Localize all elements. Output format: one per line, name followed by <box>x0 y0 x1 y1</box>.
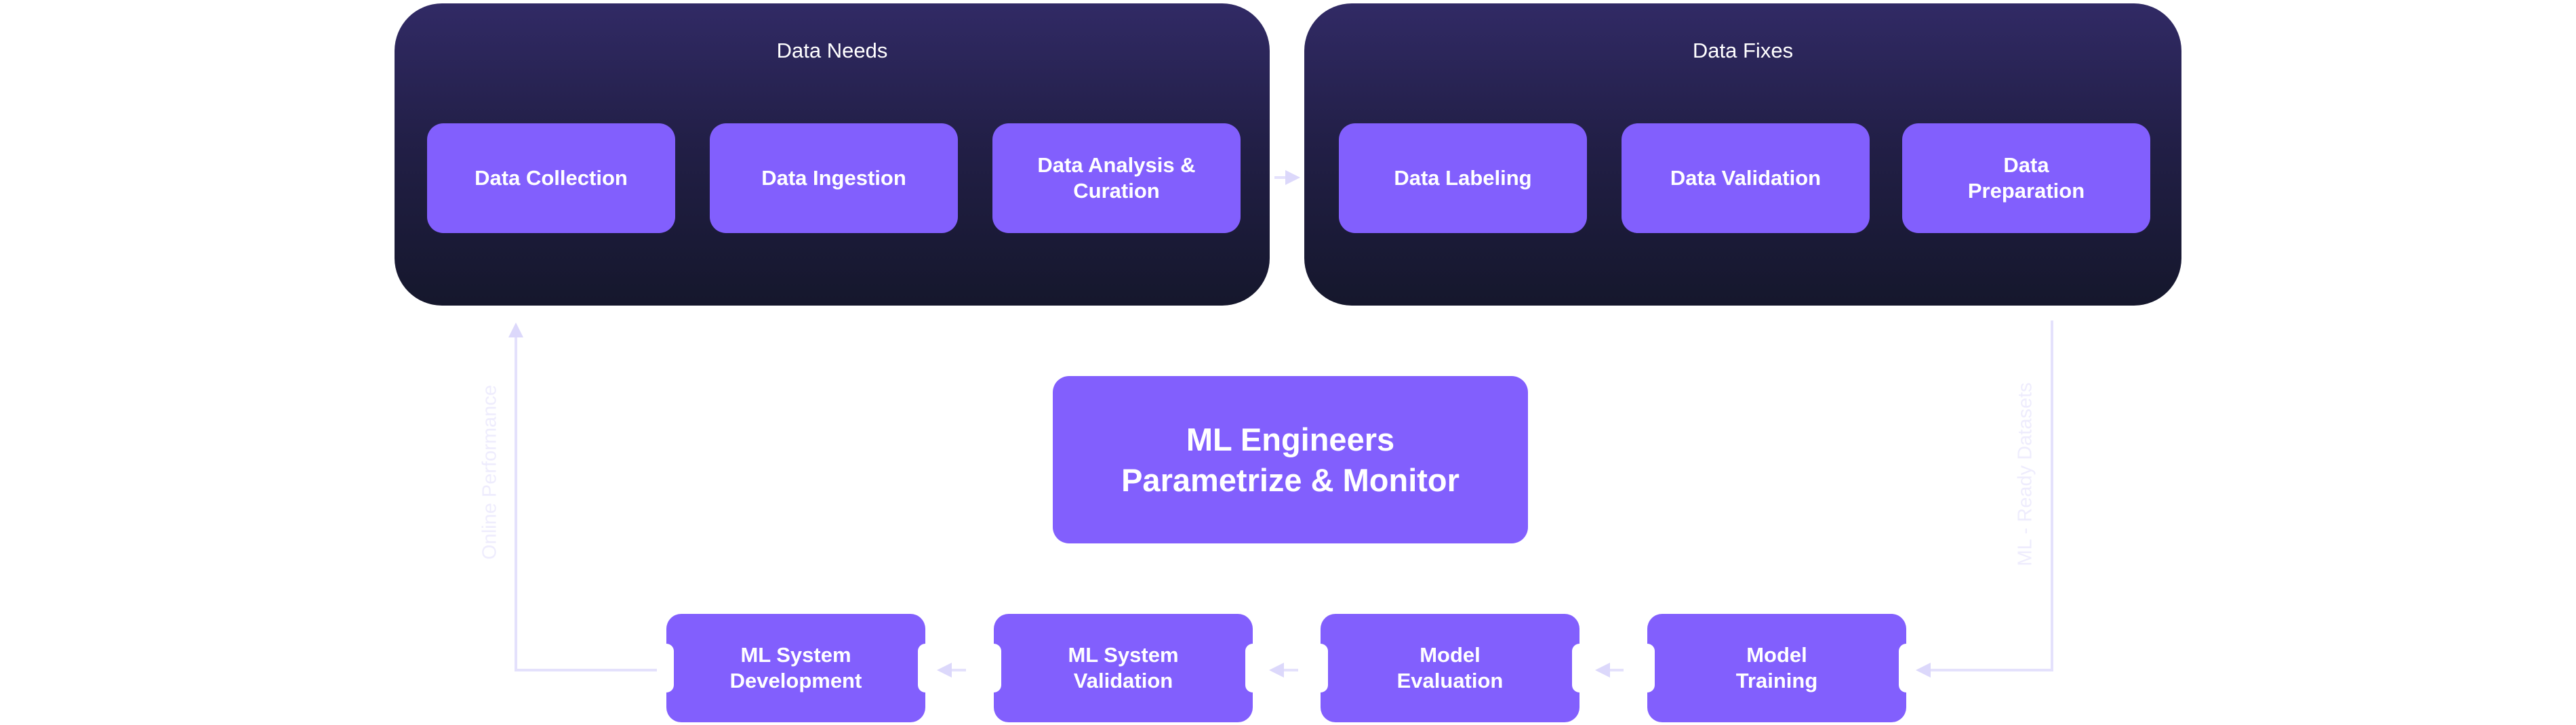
step-line-2: Validation <box>1073 669 1173 692</box>
ml-ready-datasets-label: ML - Ready Datasets <box>2014 382 2036 566</box>
online-performance-label: Online Performance <box>479 385 501 560</box>
center-line-2: Parametrize & Monitor <box>1121 461 1460 498</box>
step-line-1: Model <box>1420 643 1481 667</box>
data-needs-title: Data Needs <box>776 39 888 62</box>
step-line-2: Development <box>729 669 862 692</box>
step-data-preparation: Data Preparation <box>1902 123 2150 233</box>
step-data-validation: Data Validation <box>1622 123 1870 233</box>
center-line-1: ML Engineers <box>1186 421 1395 457</box>
ml-engineers-box: ML Engineers Parametrize & Monitor <box>1053 376 1528 543</box>
step-data-collection: Data Collection <box>427 123 675 233</box>
step-line-2: Evaluation <box>1396 669 1504 692</box>
step-line-1: Model <box>1746 643 1807 667</box>
arrow-datasets-to-training <box>1916 320 2053 678</box>
step-line-2: Training <box>1735 669 1818 692</box>
step-data-ingestion: Data Ingestion <box>710 123 958 233</box>
step-data-analysis-curation: Data Analysis & Curation <box>992 123 1241 233</box>
data-fixes-title: Data Fixes <box>1692 39 1794 62</box>
step-line-1: ML System <box>1068 643 1179 667</box>
arrow-performance-to-needs <box>508 323 657 671</box>
step-line-1: ML System <box>740 643 851 667</box>
step-data-labeling: Data Labeling <box>1339 123 1587 233</box>
